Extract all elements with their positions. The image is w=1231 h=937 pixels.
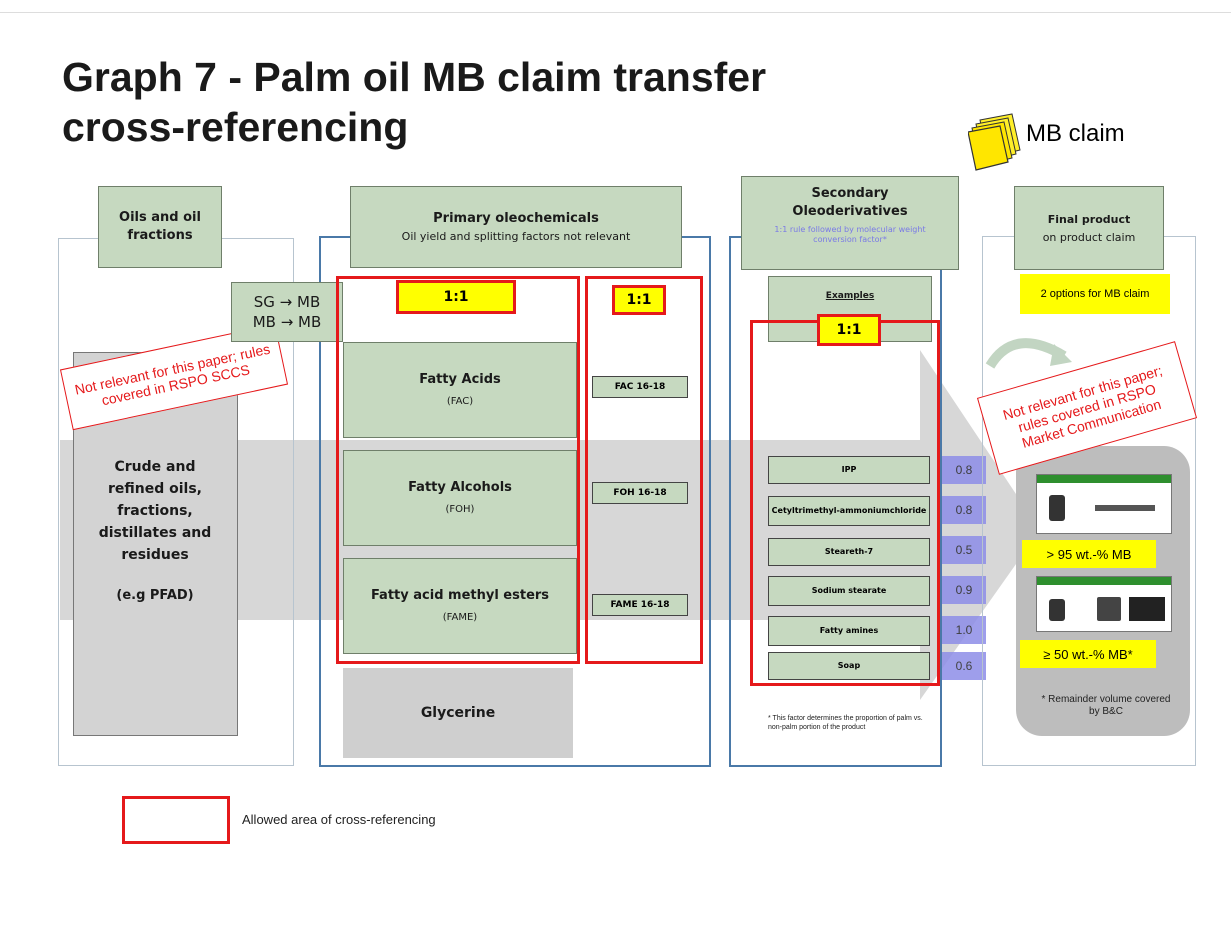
- primary-header-text: Primary oleochemicals: [433, 211, 599, 226]
- oils-example: (e.g PFAD): [116, 588, 194, 603]
- secondary-header-line1: Secondary: [811, 186, 889, 201]
- sodium-stearate-factor: 0.9: [942, 576, 986, 604]
- final-header-text: Final product: [1047, 213, 1131, 226]
- steareth-box: Steareth-7: [768, 538, 930, 566]
- secondary-header-note: 1:1 rule followed by molecular weight co…: [774, 225, 926, 244]
- final-options-box: 2 options for MB claim: [1020, 274, 1170, 314]
- steareth-factor: 0.5: [942, 536, 986, 564]
- cetyltrimethyl-factor: 0.8: [942, 496, 986, 524]
- secondary-header-line2: Oleoderivatives: [792, 204, 908, 219]
- primary-ratio-left: 1:1: [396, 280, 516, 314]
- mb-claim-pages-icon: [968, 113, 1021, 171]
- sodium-stearate-box: Sodium stearate: [768, 576, 930, 606]
- primary-cross-ref-area-left: [336, 276, 580, 664]
- primary-header: Primary oleochemicals Oil yield and spli…: [350, 186, 682, 268]
- oils-header-text: Oils and oil fractions: [119, 210, 201, 243]
- conversion-sg-mb: SG → MB: [253, 293, 321, 311]
- curved-arrow-icon: [985, 338, 1072, 369]
- fatty-alcohols-label: Fatty Alcohols: [408, 480, 512, 495]
- primary-subheader-text: Oil yield and splitting factors not rele…: [401, 230, 631, 243]
- secondary-footnote: * This factor determines the proportion …: [768, 715, 923, 731]
- product-card-1-banner: [1037, 475, 1171, 483]
- fame-abbr: (FAME): [442, 612, 478, 623]
- fatty-amines-box: Fatty amines: [768, 616, 930, 646]
- oils-header: Oils and oil fractions: [98, 186, 222, 268]
- product-card-2-banner: [1037, 577, 1171, 585]
- secondary-header: Secondary Oleoderivatives 1:1 rule follo…: [741, 176, 959, 270]
- title-line-1: Graph 7 - Palm oil MB claim transfer: [62, 54, 767, 100]
- product-card-1-label: [1095, 505, 1155, 511]
- claim-50-box: ≥ 50 wt.-% MB*: [1020, 640, 1156, 668]
- conversion-mb-mb: MB → MB: [252, 313, 322, 331]
- glycerine-label: Glycerine: [420, 705, 496, 721]
- product-card-2-image-c: [1129, 597, 1165, 621]
- claim-95-box: > 95 wt.-% MB: [1022, 540, 1156, 568]
- fame-box: Fatty acid methyl esters (FAME): [343, 558, 577, 654]
- title-line-2: cross-referencing: [62, 104, 409, 150]
- remainder-note: * Remainder volume covered by B&C: [1041, 694, 1171, 717]
- fatty-alcohols-abbr: (FOH): [445, 504, 475, 515]
- product-card-1-image: [1049, 495, 1065, 521]
- fatty-acids-box: Fatty Acids (FAC): [343, 342, 577, 438]
- final-header: Final product on product claim: [1014, 186, 1164, 270]
- ipp-factor: 0.8: [942, 456, 986, 484]
- fatty-acids-label: Fatty Acids: [419, 372, 501, 387]
- secondary-ratio: 1:1: [817, 314, 881, 346]
- fame-label: Fatty acid methyl esters: [370, 588, 550, 603]
- product-card-1: [1036, 474, 1172, 534]
- examples-label: Examples: [825, 291, 875, 301]
- foh-code-box: FOH 16-18: [592, 482, 688, 504]
- conversion-box: SG → MB MB → MB: [231, 282, 343, 342]
- product-card-2-image-b: [1097, 597, 1121, 621]
- mb-claim-label: MB claim: [1026, 120, 1125, 147]
- primary-ratio-right: 1:1: [612, 285, 666, 315]
- soap-factor: 0.6: [942, 652, 986, 680]
- product-card-2: [1036, 576, 1172, 632]
- glycerine-box: Glycerine: [343, 668, 573, 758]
- oils-body-text: Crude and refined oils, fractions, disti…: [98, 459, 212, 563]
- primary-cross-ref-area-right: [585, 276, 703, 664]
- slide-top-border: [0, 12, 1231, 13]
- fatty-alcohols-box: Fatty Alcohols (FOH): [343, 450, 577, 546]
- fac-code-box: FAC 16-18: [592, 376, 688, 398]
- soap-box: Soap: [768, 652, 930, 680]
- ipp-box: IPP: [768, 456, 930, 484]
- final-subheader-text: on product claim: [1042, 231, 1136, 244]
- fatty-amines-factor: 1.0: [942, 616, 986, 644]
- page-title: Graph 7 - Palm oil MB claim transfer cro…: [62, 52, 942, 152]
- legend-red-box: [122, 796, 230, 844]
- mb-claim-legend: MB claim: [968, 112, 1168, 172]
- cetyltrimethyl-box: Cetyltrimethyl-ammoniumchloride: [768, 496, 930, 526]
- fatty-acids-abbr: (FAC): [446, 396, 474, 407]
- legend-label: Allowed area of cross-referencing: [242, 812, 436, 827]
- fame-code-box: FAME 16-18: [592, 594, 688, 616]
- product-card-2-image-a: [1049, 599, 1065, 621]
